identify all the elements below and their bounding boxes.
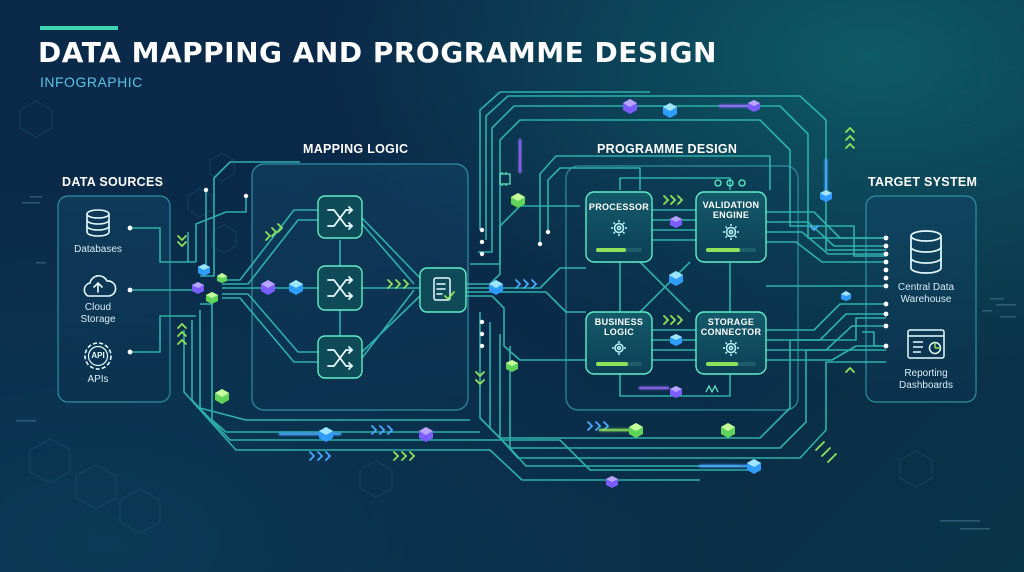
target-label-central-data-warehouse: Central Data Warehouse bbox=[897, 282, 955, 305]
checklist-icon bbox=[433, 277, 455, 301]
section-title-mapping-logic: MAPPING LOGIC bbox=[303, 142, 409, 156]
api-icon-text: API bbox=[91, 351, 105, 360]
title-accent-bar bbox=[40, 26, 118, 30]
signal-icon bbox=[705, 384, 719, 394]
database-icon bbox=[910, 230, 942, 274]
connector-dots bbox=[127, 187, 889, 355]
module-label-business-logic: BUSINESS LOGIC bbox=[594, 317, 644, 337]
hexagon-pattern-decor bbox=[19, 30, 1017, 534]
api-gear-icon bbox=[84, 342, 112, 370]
circuit-lines bbox=[130, 91, 886, 481]
database-icon bbox=[86, 209, 110, 237]
dot-texture-decor bbox=[16, 196, 1016, 530]
data-sources-panel bbox=[57, 195, 171, 403]
mapping-output-node bbox=[419, 267, 467, 313]
section-title-data-sources: DATA SOURCES bbox=[62, 175, 164, 189]
shuffle-icon bbox=[327, 206, 354, 230]
page-subtitle: INFOGRAPHIC bbox=[40, 74, 143, 90]
source-label-databases: Databases bbox=[74, 244, 122, 255]
target-label-reporting-dashboards: Reporting Dashboards bbox=[899, 368, 953, 391]
gear-icon bbox=[723, 224, 739, 240]
gear-icon bbox=[723, 340, 739, 356]
dashboard-icon bbox=[907, 329, 945, 359]
source-label-apis: APIs bbox=[87, 374, 109, 385]
cloud-upload-icon bbox=[83, 275, 117, 297]
module-label-validation-engine: VALIDATION ENGINE bbox=[702, 200, 760, 220]
shuffle-icon bbox=[327, 346, 354, 370]
section-title-programme-design: PROGRAMME DESIGN bbox=[597, 142, 738, 156]
section-title-target-system: TARGET SYSTEM bbox=[868, 175, 978, 189]
module-label-storage-connector: STORAGE CONNECTOR bbox=[700, 317, 762, 337]
target-system-panel bbox=[865, 195, 977, 403]
flow-chevrons bbox=[177, 126, 855, 463]
glow-streaks bbox=[278, 104, 828, 468]
data-cubes bbox=[192, 99, 851, 488]
gear-cluster-icon bbox=[714, 179, 746, 187]
module-label-processor: PROCESSOR bbox=[588, 202, 650, 212]
gear-icon bbox=[612, 341, 626, 355]
gear-icon bbox=[611, 220, 627, 236]
chip-icon bbox=[499, 172, 511, 186]
source-label-cloud-storage: Cloud Storage bbox=[80, 302, 116, 325]
page-title: DATA MAPPING AND PROGRAMME DESIGN bbox=[38, 36, 717, 69]
shuffle-icon bbox=[327, 276, 354, 300]
